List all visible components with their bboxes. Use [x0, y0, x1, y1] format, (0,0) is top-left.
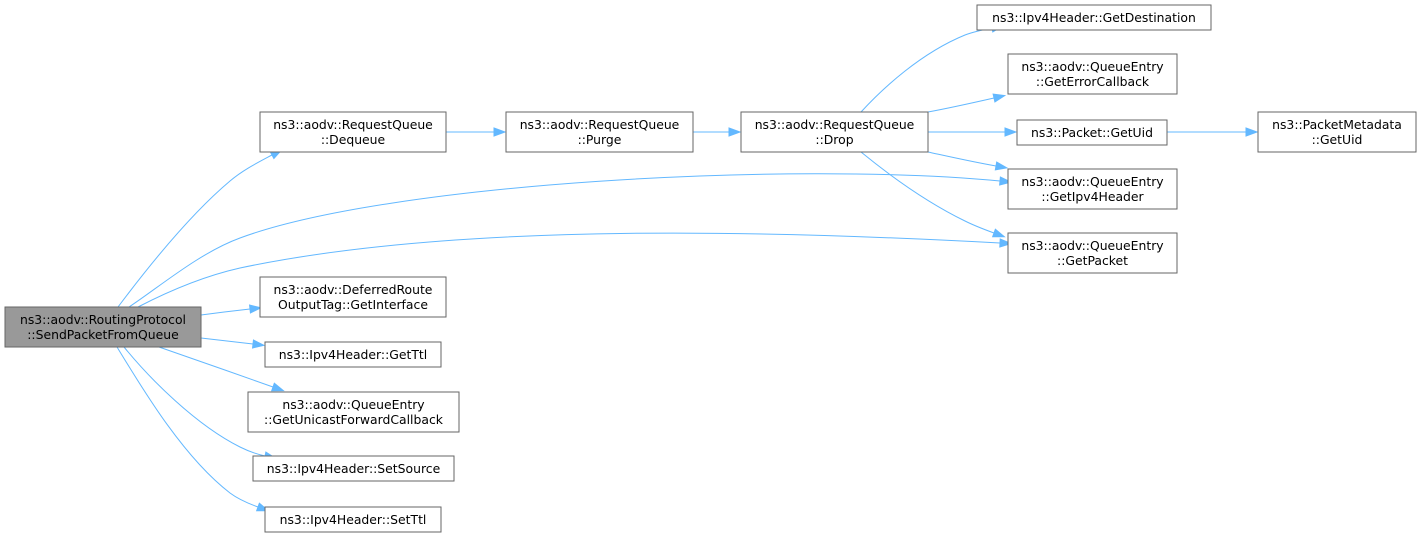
function-node[interactable]: ns3::aodv::RequestQueue::Drop: [740, 111, 929, 153]
edge-n3-to-n8: [927, 151, 1009, 171]
node-label-line: ns3::PacketMetadata: [1272, 117, 1402, 132]
node-label-line: ns3::aodv::DeferredRoute: [274, 282, 433, 297]
edge-n0-to-n14: [116, 346, 270, 512]
node-box: [1257, 111, 1417, 153]
edge-line: [158, 346, 274, 388]
node-box: [264, 506, 442, 533]
node-box: [505, 111, 694, 153]
arrowhead-icon: [994, 161, 1009, 171]
arrowhead-icon: [999, 238, 1013, 248]
edge-line: [137, 232, 1001, 308]
function-node[interactable]: ns3::Ipv4Header::SetTtl: [264, 506, 442, 533]
edge-line: [927, 97, 995, 113]
node-box: [247, 391, 460, 433]
edge-n6-to-n7: [1167, 127, 1259, 137]
edge-n3-to-n6: [928, 127, 1018, 137]
node-label-line: ::Dequeue: [321, 132, 385, 147]
node-label-line: OutputTag::GetInterface: [278, 297, 428, 312]
function-node[interactable]: ns3::Ipv4Header::GetDestination: [976, 4, 1212, 31]
node-box: [1016, 119, 1168, 146]
arrowhead-icon: [493, 127, 507, 137]
edge-line: [117, 154, 273, 308]
edge-line: [116, 346, 259, 508]
node-label-line: ::GetPacket: [1057, 253, 1128, 268]
arrowhead-icon: [270, 382, 285, 392]
function-node[interactable]: ns3::aodv::QueueEntry::GetUnicastForward…: [247, 391, 460, 433]
node-label-line: ::Drop: [815, 132, 853, 147]
node-box: [1007, 53, 1178, 95]
node-label-line: ns3::Ipv4Header::GetTtl: [279, 347, 427, 362]
edges-layer: [116, 23, 1259, 512]
node-label-line: ::SendPacketFromQueue: [27, 327, 179, 342]
edge-line: [200, 308, 251, 316]
edge-n2-to-n3: [693, 127, 742, 137]
node-label-line: ns3::aodv::RequestQueue: [520, 117, 680, 132]
edge-n1-to-n2: [446, 127, 507, 137]
function-node[interactable]: ns3::Packet::GetUid: [1016, 119, 1168, 146]
node-label-line: ::GetUid: [1312, 132, 1363, 147]
node-box: [252, 455, 455, 482]
edge-n0-to-n9: [137, 232, 1013, 308]
node-box: [4, 306, 202, 348]
edge-n0-to-n12: [158, 346, 285, 392]
arrowhead-icon: [248, 304, 263, 314]
node-label-line: ns3::Ipv4Header::SetTtl: [280, 512, 427, 527]
function-node[interactable]: ns3::aodv::QueueEntry::GetErrorCallback: [1007, 53, 1178, 95]
node-label-line: ns3::Packet::GetUid: [1031, 125, 1153, 140]
node-box: [264, 341, 442, 368]
node-label-line: ::Purge: [578, 132, 622, 147]
arrowhead-icon: [992, 93, 1007, 103]
function-node[interactable]: ns3::aodv::QueueEntry::GetPacket: [1007, 232, 1178, 274]
node-box: [740, 111, 929, 153]
edge-line: [927, 151, 997, 167]
edge-n3-to-n9: [860, 151, 1006, 238]
node-label-line: ns3::aodv::QueueEntry: [1021, 238, 1163, 253]
arrowhead-icon: [728, 127, 742, 137]
node-box: [1007, 232, 1178, 274]
node-label-line: ns3::aodv::RequestQueue: [273, 117, 433, 132]
node-label-line: ::GetErrorCallback: [1036, 74, 1150, 89]
function-node[interactable]: ns3::PacketMetadata::GetUid: [1257, 111, 1417, 153]
node-label-line: ns3::aodv::RoutingProtocol: [20, 312, 186, 327]
nodes-layer: ns3::aodv::RoutingProtocol::SendPacketFr…: [4, 4, 1417, 533]
node-label-line: ns3::aodv::QueueEntry: [1021, 174, 1163, 189]
edge-n3-to-n5: [927, 93, 1007, 113]
arrowhead-icon: [1245, 127, 1259, 137]
edge-line: [123, 346, 266, 457]
edge-line: [200, 337, 254, 345]
arrowhead-icon: [999, 176, 1013, 186]
node-label-line: ns3::aodv::RequestQueue: [755, 117, 915, 132]
function-node[interactable]: ns3::aodv::RequestQueue::Purge: [505, 111, 694, 153]
arrowhead-icon: [991, 228, 1006, 238]
node-box: [259, 111, 447, 153]
function-node[interactable]: ns3::aodv::DeferredRouteOutputTag::GetIn…: [259, 276, 447, 318]
edge-line: [860, 27, 993, 113]
edge-n0-to-n8: [128, 173, 1013, 308]
edge-n0-to-n10: [200, 304, 263, 316]
node-label-line: ::GetUnicastForwardCallback: [264, 412, 444, 427]
node-box: [976, 4, 1212, 31]
root-function-node[interactable]: ns3::aodv::RoutingProtocol::SendPacketFr…: [4, 306, 202, 348]
edge-n0-to-n1: [117, 149, 283, 308]
node-label-line: ns3::aodv::QueueEntry: [1021, 59, 1163, 74]
node-label-line: ::GetIpv4Header: [1041, 189, 1144, 204]
edge-n0-to-n11: [200, 337, 266, 349]
edge-n3-to-n4: [860, 23, 1005, 113]
node-label-line: ns3::Ipv4Header::SetSource: [267, 461, 440, 476]
arrowhead-icon: [1004, 127, 1018, 137]
node-box: [1007, 168, 1178, 210]
function-node[interactable]: ns3::aodv::QueueEntry::GetIpv4Header: [1007, 168, 1178, 210]
function-node[interactable]: ns3::Ipv4Header::SetSource: [252, 455, 455, 482]
function-node[interactable]: ns3::aodv::RequestQueue::Dequeue: [259, 111, 447, 153]
edge-line: [128, 173, 1001, 308]
node-label-line: ns3::Ipv4Header::GetDestination: [992, 10, 1196, 25]
arrowhead-icon: [251, 339, 266, 349]
node-box: [259, 276, 447, 318]
node-label-line: ns3::aodv::QueueEntry: [282, 397, 424, 412]
function-node[interactable]: ns3::Ipv4Header::GetTtl: [264, 341, 442, 368]
edge-line: [860, 151, 995, 234]
